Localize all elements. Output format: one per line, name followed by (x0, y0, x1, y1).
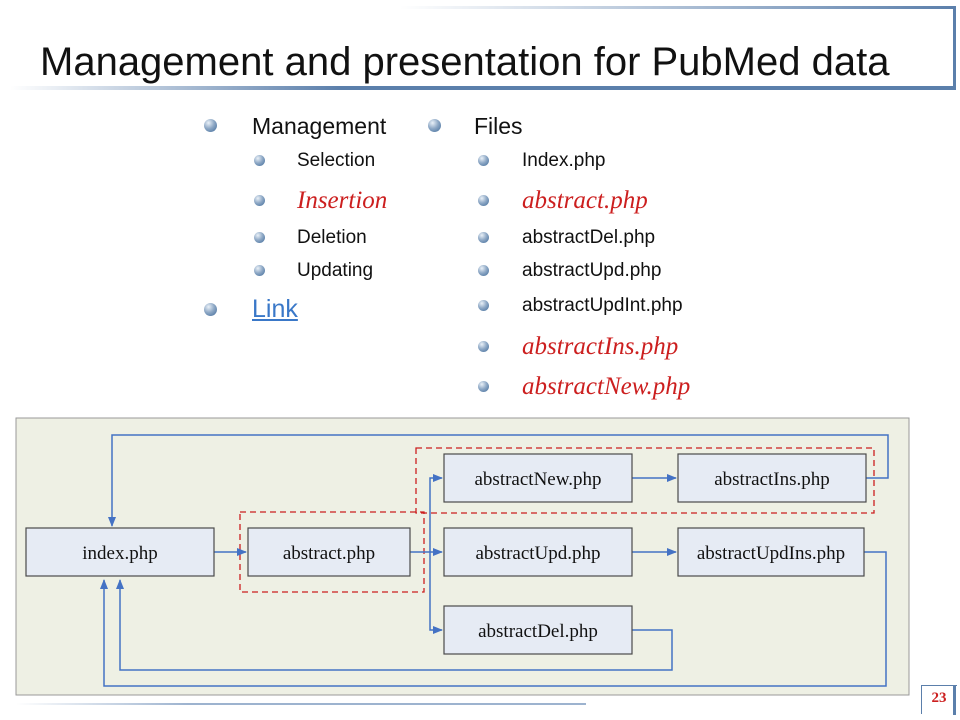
node-abstract-new: abstractNew.php (443, 453, 633, 503)
file-abstract-new: abstractNew.php (522, 373, 691, 400)
node-abstract-upd: abstractUpd.php (443, 527, 633, 577)
file-abstract-upd: abstractUpd.php (522, 260, 662, 281)
dashed-group-new-ins (415, 447, 875, 514)
node-index-label: index.php (82, 543, 157, 564)
arrow-branch-to-del (429, 552, 443, 634)
page-number-frame (921, 685, 957, 714)
node-abstract-new-label: abstractNew.php (475, 469, 602, 490)
item-insertion: Insertion (297, 187, 388, 214)
node-abstract-del-label: abstractDel.php (478, 621, 598, 642)
item-selection: Selection (297, 150, 376, 171)
arrow-branch-to-new (429, 474, 443, 552)
node-abstract-ins: abstractIns.php (677, 453, 867, 503)
bottom-line (16, 703, 586, 705)
bullet-icon (254, 232, 265, 243)
top-frame-line (400, 6, 956, 9)
arrow-ins-to-index (108, 434, 889, 527)
bullet-icon (478, 265, 489, 276)
node-abstract-upd-ins: abstractUpdIns.php (677, 527, 865, 577)
bullet-icon (254, 155, 265, 166)
file-index: Index.php (522, 150, 606, 171)
node-abstract: abstract.php (247, 527, 411, 577)
page-number-corner (953, 685, 956, 715)
file-abstract-del: abstractDel.php (522, 227, 656, 248)
bullet-icon (478, 381, 489, 392)
bullet-icon (478, 341, 489, 352)
bullet-icon (428, 119, 441, 132)
arrow-del-to-index (116, 579, 673, 671)
page-number: 23 (931, 690, 947, 706)
right-frame-line (953, 6, 956, 88)
file-abstract-ins: abstractIns.php (522, 333, 679, 360)
node-abstract-label: abstract.php (283, 543, 375, 564)
management-heading: Management (252, 113, 387, 139)
bullet-icon (204, 119, 217, 132)
files-heading: Files (474, 113, 523, 139)
page-title: Management and presentation for PubMed d… (40, 40, 890, 84)
bullet-icon (254, 265, 265, 276)
item-updating: Updating (297, 260, 374, 281)
title-underline (10, 86, 956, 90)
file-abstract-upd-int: abstractUpdInt.php (522, 295, 683, 316)
node-abstract-del: abstractDel.php (443, 605, 633, 655)
item-deletion: Deletion (297, 227, 367, 248)
bullet-icon (478, 232, 489, 243)
bullet-icon (204, 303, 217, 316)
node-abstract-upd-ins-label: abstractUpdIns.php (697, 543, 845, 564)
bullet-icon (478, 155, 489, 166)
arrow-updins-to-index (100, 551, 887, 687)
bullet-icon (254, 195, 265, 206)
node-abstract-ins-label: abstractIns.php (714, 469, 830, 490)
bullet-icon (478, 195, 489, 206)
link-text[interactable]: Link (252, 295, 298, 323)
bullet-icon (478, 300, 489, 311)
file-abstract: abstract.php (522, 187, 648, 214)
node-abstract-upd-label: abstractUpd.php (475, 543, 600, 564)
node-index: index.php (25, 527, 215, 577)
